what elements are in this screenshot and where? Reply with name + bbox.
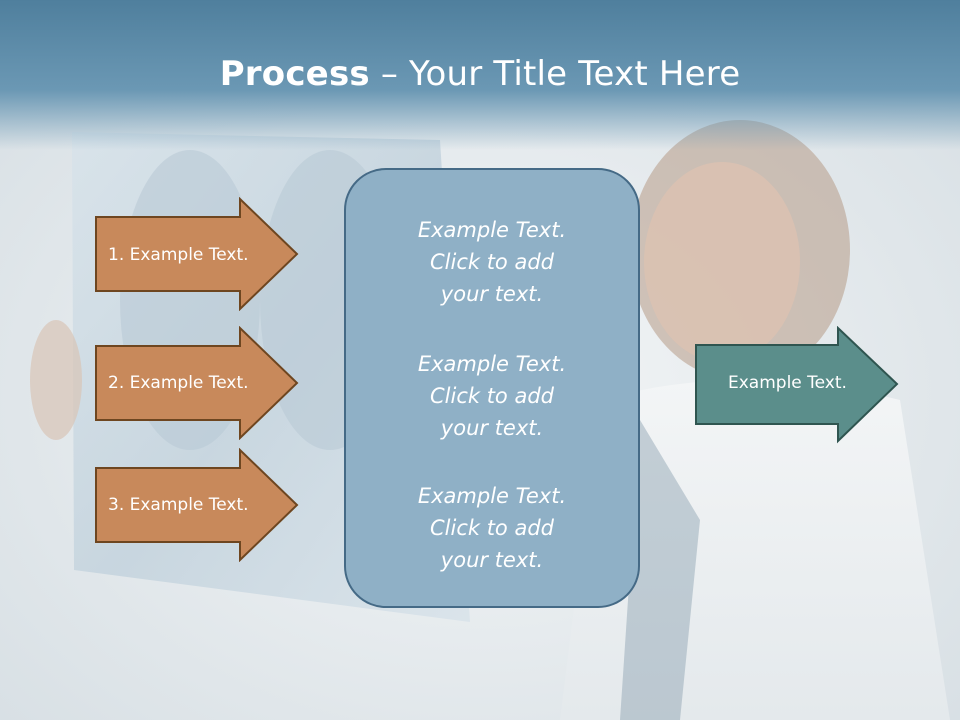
left-arrow-label: 1. Example Text. xyxy=(108,245,249,265)
left-arrow-2[interactable]: 2. Example Text. xyxy=(94,326,300,440)
left-arrow-1[interactable]: 1. Example Text. xyxy=(94,197,300,311)
title-rest: – Your Title Text Here xyxy=(369,54,741,94)
title-band xyxy=(0,0,960,150)
right-arrow[interactable]: Example Text. xyxy=(694,326,900,444)
arrow-shape xyxy=(95,326,299,440)
arrow-shape xyxy=(695,326,899,444)
arrow-shape xyxy=(95,448,299,562)
left-arrow-label: 2. Example Text. xyxy=(108,373,249,393)
center-text-2[interactable]: Example Text. Click to add your text. xyxy=(417,352,567,440)
left-arrow-label: 3. Example Text. xyxy=(108,495,249,515)
center-text-box[interactable]: Example Text. Click to add your text. Ex… xyxy=(344,168,640,608)
slide-title[interactable]: Process – Your Title Text Here xyxy=(0,52,960,96)
center-text-3[interactable]: Example Text. Click to add your text. xyxy=(417,484,567,572)
left-arrow-3[interactable]: 3. Example Text. xyxy=(94,448,300,562)
arrow-shape xyxy=(95,197,299,311)
right-arrow-label: Example Text. xyxy=(728,373,847,393)
title-bold: Process xyxy=(219,54,370,94)
center-text-1[interactable]: Example Text. Click to add your text. xyxy=(417,218,567,306)
